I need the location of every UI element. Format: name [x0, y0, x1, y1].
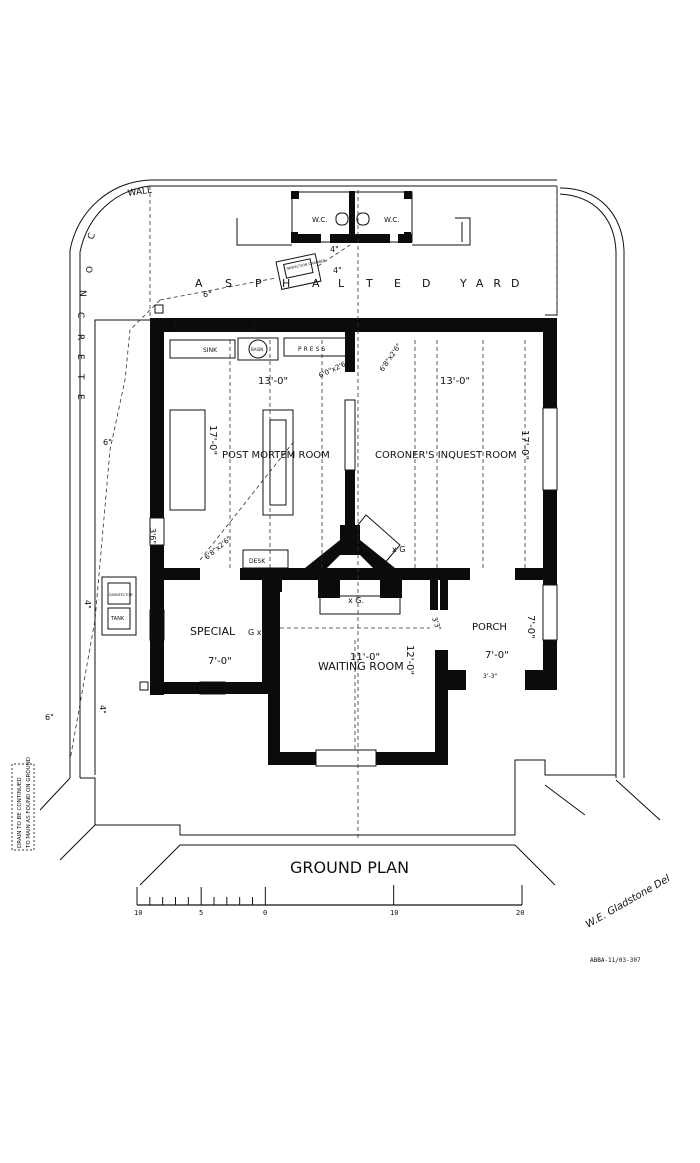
fireplace-hearth	[319, 595, 401, 615]
window	[149, 609, 165, 641]
partition-window	[344, 399, 356, 471]
gully	[154, 304, 164, 314]
window	[199, 681, 226, 695]
svg-text:C: C	[75, 312, 85, 318]
concrete-label: C O N C R E T E	[75, 232, 98, 400]
svg-text:4": 4"	[333, 266, 342, 275]
svg-text:T: T	[365, 277, 373, 290]
room-post-mortem: POST MORTEM ROOM	[222, 450, 330, 461]
scale-label: 0	[263, 909, 267, 917]
svg-text:x G.: x G.	[348, 596, 364, 605]
svg-text:SINK: SINK	[203, 347, 218, 354]
svg-text:12'-0": 12'-0"	[404, 645, 415, 675]
window	[542, 584, 558, 641]
svg-text:17'-0": 17'-0"	[519, 430, 530, 460]
svg-text:TO MAIN AS FOUND ON GROUND: TO MAIN AS FOUND ON GROUND	[26, 757, 32, 849]
svg-text:A: A	[195, 277, 203, 290]
building-walls	[150, 318, 557, 767]
svg-text:A: A	[312, 277, 320, 290]
svg-text:4": 4"	[98, 705, 107, 714]
room-special: SPECIAL	[190, 625, 236, 638]
svg-text:7'-0": 7'-0"	[525, 615, 536, 639]
svg-text:N: N	[77, 290, 87, 297]
window	[149, 517, 165, 546]
svg-text:S: S	[225, 277, 232, 290]
scale-label: 20	[516, 909, 524, 917]
svg-text:PRESS: PRESS	[298, 346, 327, 353]
svg-text:6": 6"	[45, 713, 54, 722]
wc-left-label: W.C.	[312, 216, 327, 224]
svg-text:C: C	[86, 232, 98, 241]
svg-text:3'6": 3'6"	[148, 528, 157, 544]
post-mortem-fixtures	[169, 337, 401, 569]
svg-text:6": 6"	[103, 438, 112, 447]
scale-label: 10	[134, 909, 142, 917]
svg-text:6'8"x2'6": 6'8"x2'6"	[203, 535, 233, 562]
svg-text:D: D	[422, 277, 430, 290]
svg-text:3'3": 3'3"	[430, 616, 442, 632]
plan-title: GROUND PLAN	[290, 858, 409, 877]
asphalted-yard-label: A S P H A L T E D YARD	[195, 277, 530, 290]
room-coroners-inquest: CORONER'S INQUEST ROOM	[375, 450, 517, 461]
svg-text:DESK: DESK	[249, 558, 266, 565]
svg-text:11'-0": 11'-0"	[350, 652, 380, 663]
room-porch: PORCH	[472, 622, 507, 633]
scale-bar	[136, 885, 523, 906]
gully	[139, 681, 149, 691]
wc-right-label: W.C.	[384, 216, 399, 224]
signature: W.E. Gladstone Del	[584, 873, 672, 930]
window	[542, 407, 558, 491]
svg-text:7'-0": 7'-0"	[208, 656, 232, 667]
svg-text:6": 6"	[203, 290, 212, 299]
svg-text:E: E	[394, 277, 401, 290]
svg-text:L: L	[338, 277, 345, 290]
svg-text:13'-0": 13'-0"	[258, 376, 288, 387]
svg-text:x G: x G	[392, 545, 405, 554]
svg-text:G x: G x	[248, 628, 262, 637]
svg-text:DRAIN TO BE CONTINUED: DRAIN TO BE CONTINUED	[17, 777, 23, 848]
disinfector-tank: DISINFECTOR TANK	[101, 576, 137, 636]
drain-note: DRAIN TO BE CONTINUED TO MAIN AS FOUND O…	[11, 757, 35, 851]
wall-label: WALL	[127, 186, 153, 199]
svg-text:T: T	[75, 373, 85, 380]
svg-text:6'8"x2'6": 6'8"x2'6"	[378, 342, 403, 373]
scale-label: 5	[199, 909, 203, 917]
scale-label: 10	[390, 909, 398, 917]
window	[174, 319, 256, 331]
svg-text:TANK: TANK	[110, 616, 125, 622]
svg-text:YARD: YARD	[459, 277, 530, 290]
reference-number: ABBA-11/03-307	[590, 957, 641, 964]
svg-text:P: P	[255, 277, 262, 290]
svg-text:O: O	[83, 266, 93, 273]
svg-text:3'-3": 3'-3"	[483, 673, 497, 680]
svg-text:4": 4"	[83, 600, 92, 609]
svg-text:E: E	[75, 354, 85, 360]
svg-text:H: H	[282, 277, 290, 290]
svg-text:4": 4"	[330, 245, 339, 254]
svg-text:R: R	[75, 334, 85, 340]
svg-text:DISINFECTOR: DISINFECTOR	[109, 593, 133, 597]
svg-text:3'3": 3'3"	[455, 570, 469, 578]
wc-block	[236, 191, 471, 246]
svg-text:E: E	[75, 394, 85, 400]
room-waiting: WAITING ROOM	[318, 660, 404, 673]
svg-text:13'-0": 13'-0"	[440, 376, 470, 387]
svg-text:17'-0": 17'-0"	[207, 425, 218, 455]
svg-text:7'-0": 7'-0"	[485, 650, 509, 661]
svg-text:BASIN: BASIN	[251, 347, 263, 352]
